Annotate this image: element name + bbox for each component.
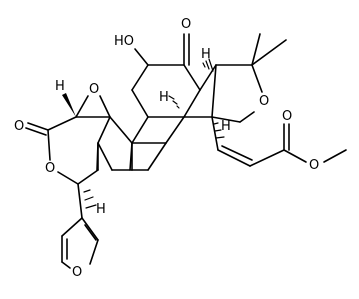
bond: [183, 89, 201, 118]
wedge-bond: [62, 93, 76, 117]
atom-label-h-c8: H: [201, 47, 211, 62]
bond: [27, 122, 49, 131]
atom-label-hydroxyl: HO: [114, 34, 134, 49]
bond: [131, 89, 149, 118]
bond: [77, 183, 83, 219]
bond: [99, 95, 111, 118]
bond: [97, 142, 113, 171]
bond: [109, 116, 133, 144]
atom-label-o-ester-ether: O: [309, 158, 319, 173]
atom-label-o-lactone-ring: O: [45, 161, 55, 176]
bond: [57, 171, 79, 185]
atom-label-o-lactone-carbonyl: O: [14, 119, 24, 134]
atom-label-h-epoxide: H: [55, 79, 65, 94]
atom-label-o-furan: O: [72, 265, 82, 280]
stereo-bonds: [62, 58, 225, 209]
atom-label-h-c1: H: [96, 202, 106, 217]
bond: [251, 39, 287, 66]
hashed-bond: [168, 95, 180, 109]
bond: [251, 33, 261, 66]
bond: [25, 127, 47, 136]
hashed-bond: [202, 58, 214, 72]
bond: [211, 64, 217, 118]
bond: [129, 142, 133, 171]
bond: [211, 116, 219, 151]
atom-label-h-c17: H: [159, 90, 169, 105]
bond: [61, 217, 83, 237]
bond: [183, 64, 201, 91]
bond: [131, 64, 149, 91]
bond: [217, 149, 251, 167]
bond: [211, 116, 241, 123]
bond: [147, 142, 167, 171]
atom-labels: O HO O O O O O O O H H H H H: [14, 17, 319, 280]
bond: [283, 149, 307, 163]
bond: [61, 261, 71, 269]
atom-label-o-ester-carbonyl: O: [282, 109, 292, 124]
atom-label-h-c9: H: [221, 119, 231, 134]
bond: [47, 116, 77, 131]
bond: [47, 129, 51, 161]
hashed-bond: [213, 122, 225, 139]
bond-lines: [25, 33, 347, 269]
bond: [199, 64, 217, 91]
bond: [97, 116, 111, 144]
bond: [249, 149, 285, 167]
bond: [89, 239, 99, 265]
bond: [81, 217, 99, 241]
bond: [131, 116, 149, 144]
atom-label-o-ketone: O: [181, 17, 191, 32]
bond: [77, 169, 99, 185]
bond: [134, 48, 149, 66]
bond: [165, 116, 185, 144]
hashed-bond: [83, 189, 97, 209]
bond: [84, 224, 97, 241]
bond: [75, 95, 89, 118]
bond: [239, 111, 255, 123]
bond: [323, 149, 347, 163]
atom-label-o-epoxide: O: [89, 82, 99, 97]
bond: [221, 145, 253, 161]
bond: [251, 64, 263, 93]
atom-label-o-thf: O: [259, 94, 269, 109]
